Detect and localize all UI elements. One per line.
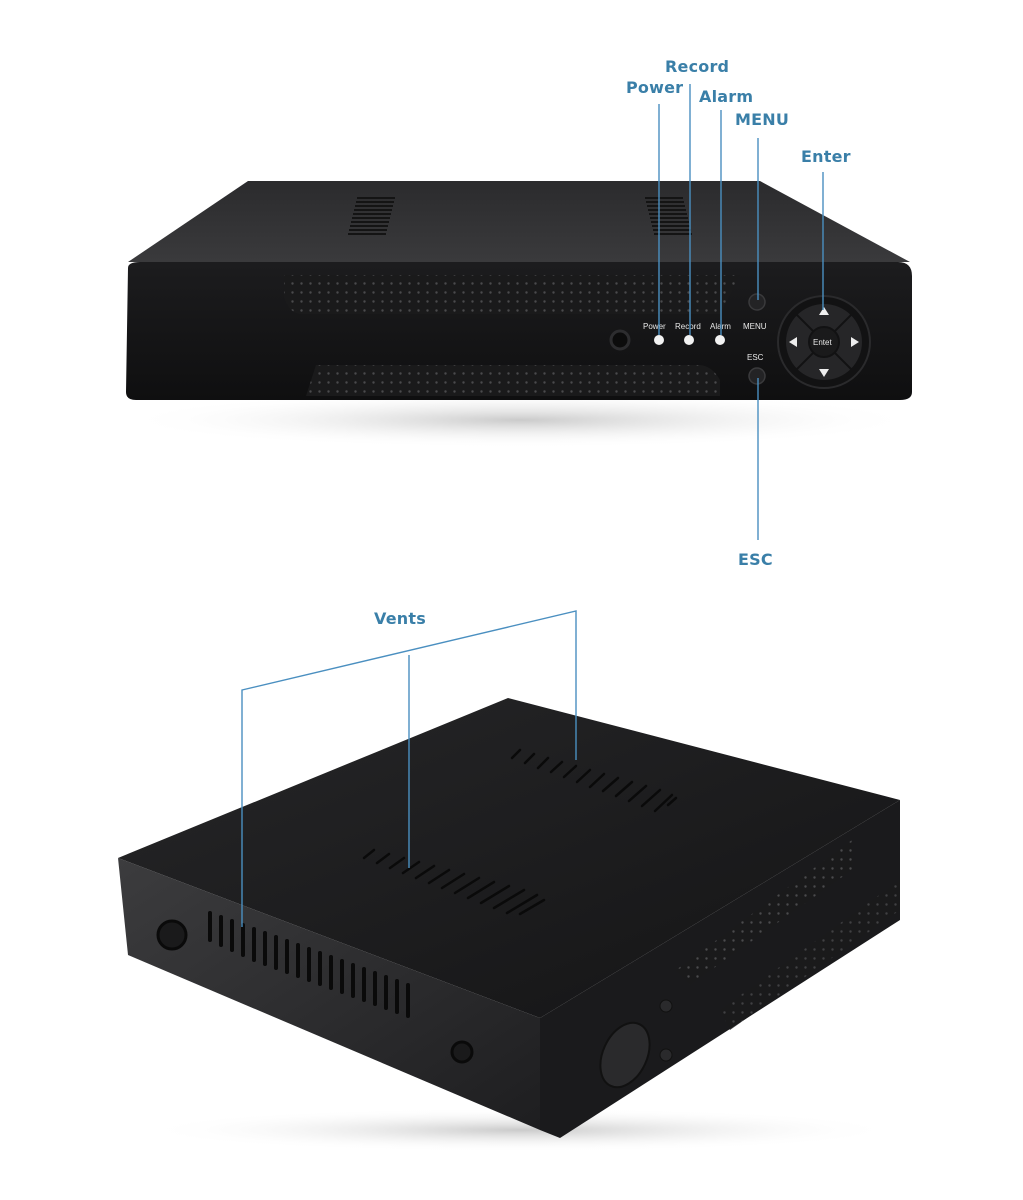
power-led-icon [654,335,664,345]
left-arrow-icon[interactable] [789,337,797,347]
menu-button[interactable] [659,999,673,1013]
navigation-dpad[interactable] [591,1015,660,1095]
right-arrow-icon[interactable] [851,337,859,347]
dvr-front-view: Power Record Alarm MENU ESC Entet [120,84,920,540]
up-arrow-icon[interactable] [819,307,829,315]
callout-power: Power [626,78,684,97]
callout-esc: ESC [738,550,773,569]
side-panel [118,858,540,1130]
side-vents [208,911,410,1018]
panel-label-esc: ESC [747,353,764,362]
panel-label-power: Power [643,322,666,331]
callout-vents: Vents [374,609,426,628]
ir-sensor-icon [609,329,631,351]
esc-button[interactable] [659,1048,673,1062]
top-cover [128,181,910,262]
side-foot-icon [156,919,188,951]
panel-label-enter: Entet [813,338,832,347]
callout-enter: Enter [801,147,851,166]
front-grille [676,840,852,985]
navigation-dpad[interactable]: Entet [777,295,871,389]
shadow [120,392,920,448]
callout-alarm: Alarm [699,87,754,106]
enter-button[interactable] [808,326,840,358]
dvr-isometric-view [118,610,900,1152]
menu-button[interactable] [748,293,766,311]
front-leader-lines [658,84,824,540]
esc-button[interactable] [748,367,766,385]
shadow [140,1108,900,1152]
top-cover [118,698,900,1018]
panel-label-menu: MENU [743,322,767,331]
top-vent-left [348,197,395,235]
down-arrow-icon[interactable] [819,369,829,377]
screw-icon [450,1040,474,1064]
upper-grille [284,275,740,314]
callout-menu: MENU [735,110,790,129]
alarm-led-icon [715,335,725,345]
top-vents-front [362,848,546,916]
top-vents-rear [510,748,678,813]
panel-label-record: Record [675,322,701,331]
lower-grille [306,365,720,396]
vents-leader-lines [241,610,577,927]
callout-record: Record [665,57,730,76]
record-led-icon [684,335,694,345]
front-grille-lower [720,880,900,1030]
